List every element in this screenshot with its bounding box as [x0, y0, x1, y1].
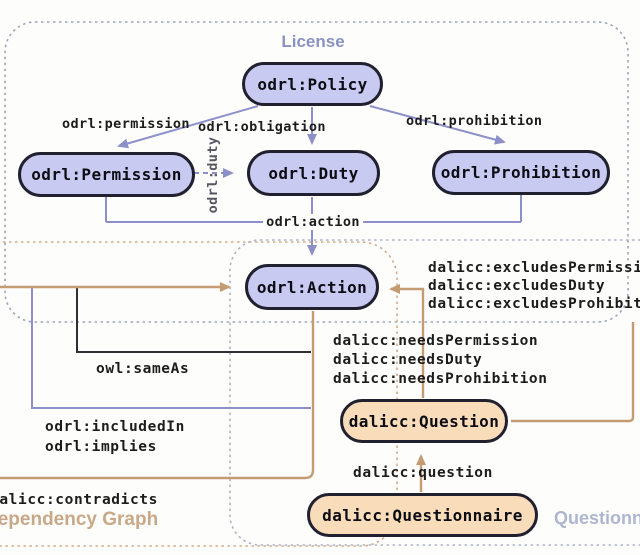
edge-question-right-loop [511, 322, 635, 423]
node-odrl-policy: odrl:Policy [242, 62, 383, 106]
edge-label-obligation: odrl:obligation [198, 119, 326, 135]
edge-label-includedin: odrl:includedIn [45, 419, 185, 435]
edge-label-needs-permission: dalicc:needsPermission [333, 333, 539, 349]
edge-label-excludes-permission: dalicc:excludesPermission [428, 260, 640, 276]
edge-label-contradicts: dalicc:contradicts [0, 492, 158, 508]
questionnaire-region-border [229, 239, 640, 546]
edge-sameas-loop [76, 288, 311, 353]
tan-edges [0, 282, 635, 492]
edge-includedin-implies-loop [31, 288, 311, 409]
edge-label-implies: odrl:implies [45, 439, 157, 455]
edge-policy-prohibition [369, 105, 506, 145]
license-region-border [4, 21, 629, 323]
edge-question-action [389, 284, 425, 398]
purple-edges [31, 105, 522, 409]
edge-label-permission: odrl:permission [62, 116, 190, 132]
edge-label-sameas: owl:sameAs [96, 361, 190, 377]
edge-label-needs-prohibition: dalicc:needsProhibition [333, 371, 548, 387]
questionnaire-region-label: Questionnaire [554, 508, 640, 528]
edge-label-action: odrl:action [263, 214, 363, 230]
edge-label-needs-duty: dalicc:needsDuty [333, 352, 483, 368]
region-boundaries [0, 21, 640, 547]
dependency-graph-region-label: Dependency Graph [0, 509, 159, 530]
node-odrl-prohibition: odrl:Prohibition [432, 150, 610, 195]
edge-policy-permission [117, 105, 259, 149]
node-odrl-permission: odrl:Permission [18, 152, 195, 197]
node-dalicc-questionnaire: dalicc:Questionnaire [307, 493, 538, 537]
node-odrl-duty: odrl:Duty [247, 150, 380, 196]
dependency-graph-region-border [0, 241, 398, 547]
edge-label-excludes-prohibition: dalicc:excludesProhibition [428, 296, 640, 312]
edge-contradicts-loop [0, 311, 315, 480]
node-odrl-action: odrl:Action [245, 264, 379, 310]
edge-label-excludes-duty: dalicc:excludesDuty [428, 278, 606, 294]
license-region-label: License [281, 32, 345, 51]
edge-label-duty: odrl:duty [205, 136, 221, 214]
edge-label-prohibition: odrl:prohibition [406, 113, 543, 129]
edge-label-question: dalicc:question [353, 465, 493, 481]
node-dalicc-question: dalicc:Question [340, 399, 508, 443]
